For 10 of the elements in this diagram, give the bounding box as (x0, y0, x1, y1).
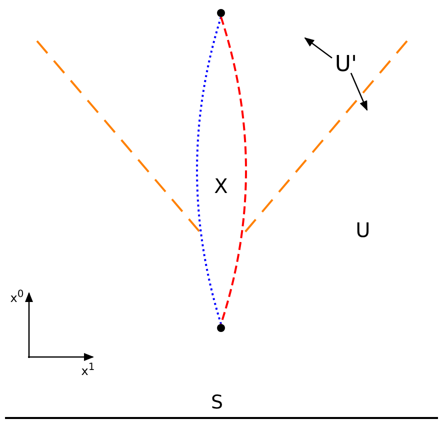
axis-label: x$^{1}$ (81, 363, 95, 377)
worldline-curve (196, 16, 222, 324)
worldline-curve (220, 16, 247, 324)
event-point (217, 324, 225, 332)
region-label: U' (334, 54, 358, 76)
region-label: X (214, 176, 228, 196)
axis-label: x$^{0}$ (10, 290, 24, 304)
event-point (217, 9, 225, 17)
region-label: U (356, 220, 370, 240)
surface-label: S (210, 394, 224, 412)
